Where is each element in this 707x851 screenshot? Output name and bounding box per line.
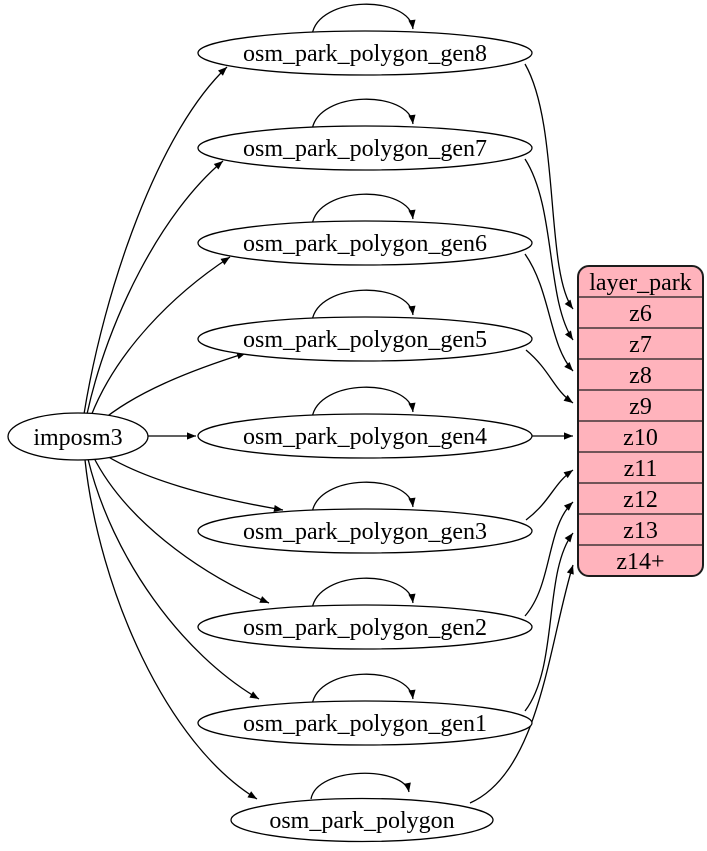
imposm3-ellipse: [7, 412, 149, 461]
edge-imposm3-to-gen3: [98, 450, 284, 513]
node-osm-park-polygon-gen6: osm_park_polygon_gen6: [197, 220, 533, 266]
self-loop-gen4: [311, 386, 416, 419]
gen4-label: osm_park_polygon_gen4: [243, 424, 487, 450]
self-loop-gen1: [311, 673, 416, 706]
gen5-ellipse: [197, 316, 533, 362]
self-loop-gen6: [311, 193, 416, 226]
table-row-label-z10: z10: [623, 425, 658, 451]
edges-imposm3-to-tables: [83, 66, 284, 800]
node-osm-park-polygon-gen2: osm_park_polygon_gen2: [197, 604, 533, 650]
edge-gen5-to-z9: [525, 349, 574, 404]
edge-imposm3-to-gen6: [90, 256, 231, 417]
table-row-label-z7: z7: [629, 332, 652, 358]
edge-imposm3-to-polygon: [84, 459, 258, 800]
self-loop-edges: [310, 3, 416, 800]
gen6-label: osm_park_polygon_gen6: [243, 231, 487, 257]
node-imposm3: imposm3: [7, 412, 149, 461]
gen6-ellipse: [197, 220, 533, 266]
imposm3-label: imposm3: [33, 425, 122, 451]
polygon-label: osm_park_polygon: [269, 808, 454, 834]
table-row-label-z13: z13: [623, 518, 658, 544]
gen3-label: osm_park_polygon_gen3: [243, 519, 487, 545]
gen1-label: osm_park_polygon_gen1: [243, 711, 487, 737]
table-row-label-z12: z12: [623, 487, 658, 513]
table-row-label-z9: z9: [629, 394, 652, 420]
polygon-ellipse: [230, 797, 494, 843]
edge-gen8-to-z6: [524, 63, 574, 310]
gen4-ellipse: [197, 413, 533, 459]
node-osm-park-polygon-gen4: osm_park_polygon_gen4: [197, 413, 533, 459]
edges-tables-to-layer: [469, 63, 574, 804]
gen2-ellipse: [197, 604, 533, 650]
edge-gen2-to-z12: [524, 501, 574, 617]
node-osm-park-polygon: osm_park_polygon: [230, 797, 494, 843]
node-osm-park-polygon-gen5: osm_park_polygon_gen5: [197, 316, 533, 362]
table-nodes: osm_park_polygon_gen8 osm_park_polygon_g…: [197, 30, 533, 843]
edge-imposm3-to-gen1: [87, 458, 260, 700]
edge-gen3-to-z11: [525, 469, 574, 521]
gen8-ellipse: [197, 30, 533, 76]
edge-imposm3-to-gen5: [98, 352, 247, 424]
self-loop-gen5: [311, 289, 416, 322]
layer-park-node: layer_park z6 z7 z8 z9 z10 z11 z12 z13 z…: [577, 265, 704, 577]
node-osm-park-polygon-gen7: osm_park_polygon_gen7: [197, 125, 533, 171]
table-row-label-z14: z14+: [616, 549, 664, 575]
self-loop-gen8: [311, 3, 416, 36]
edge-imposm3-to-gen8: [83, 66, 228, 415]
edge-polygon-to-z14: [469, 564, 574, 804]
self-loop-gen7: [311, 98, 416, 131]
table-row-label-z6: z6: [629, 301, 652, 327]
table-row-label-z8: z8: [629, 363, 652, 389]
node-osm-park-polygon-gen1: osm_park_polygon_gen1: [197, 700, 533, 746]
node-osm-park-polygon-gen3: osm_park_polygon_gen3: [197, 508, 533, 554]
gen1-ellipse: [197, 700, 533, 746]
self-loop-polygon: [310, 772, 411, 800]
gen8-label: osm_park_polygon_gen8: [243, 41, 487, 67]
edge-gen6-to-z8: [524, 253, 574, 372]
table-row-label-z11: z11: [624, 456, 658, 482]
gen7-ellipse: [197, 125, 533, 171]
gen5-label: osm_park_polygon_gen5: [243, 327, 487, 353]
gen7-label: osm_park_polygon_gen7: [243, 136, 487, 162]
gen3-ellipse: [197, 508, 533, 554]
node-osm-park-polygon-gen8: osm_park_polygon_gen8: [197, 30, 533, 76]
edge-imposm3-to-gen2: [92, 455, 270, 604]
edge-gen1-to-z13: [524, 532, 574, 712]
gen2-label: osm_park_polygon_gen2: [243, 615, 487, 641]
self-loop-gen2: [311, 577, 416, 610]
layer-park-title: layer_park: [589, 270, 692, 296]
edge-imposm3-to-gen7: [86, 160, 224, 415]
self-loop-gen3: [311, 481, 416, 514]
edge-gen7-to-z7: [524, 158, 574, 341]
